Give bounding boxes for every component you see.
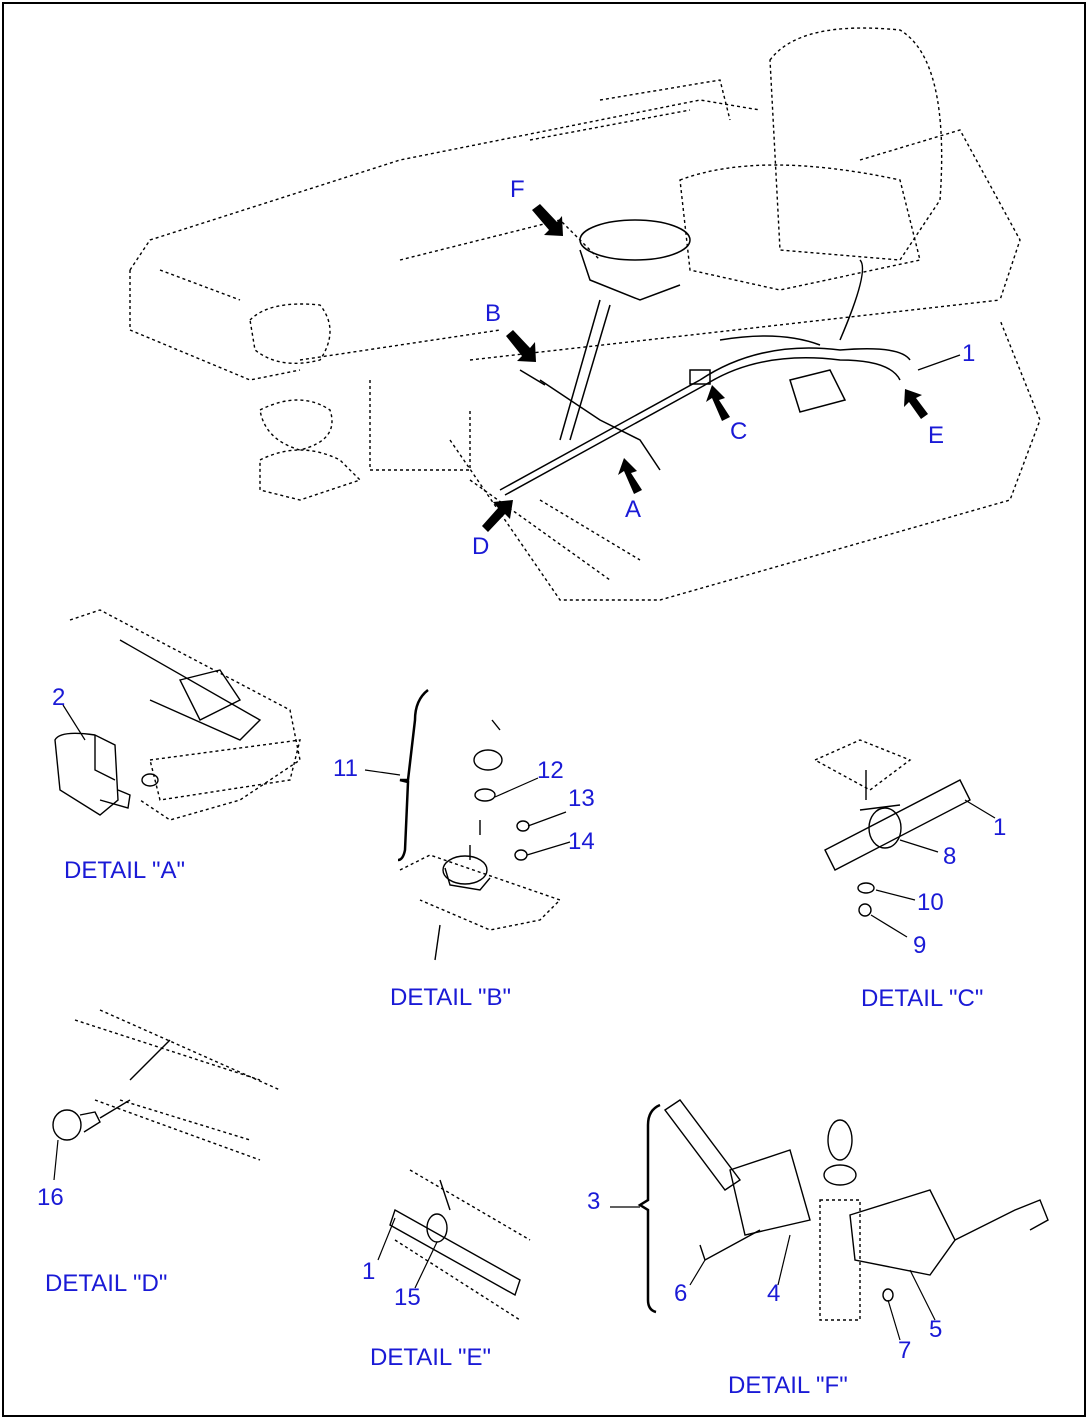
detail-c-caption: DETAIL "C" (861, 985, 984, 1012)
part-callout-11: 11 (333, 755, 358, 782)
detail-f-caption: DETAIL "F" (728, 1372, 848, 1399)
part-callout-5: 5 (929, 1316, 943, 1343)
part-callout-1-c: 1 (993, 814, 1007, 841)
arrow-f (532, 204, 563, 236)
part-callout-10: 10 (917, 889, 944, 916)
part-callout-9: 9 (913, 932, 927, 959)
view-letter-d: D (472, 533, 490, 560)
part-callout-3: 3 (587, 1188, 601, 1215)
arrow-d (482, 500, 513, 532)
detail-e-caption: DETAIL "E" (370, 1344, 492, 1371)
detail-d-drawing (52, 1009, 281, 1181)
part-callout-14: 14 (568, 828, 595, 855)
view-letter-a: A (625, 496, 642, 523)
part-callout-15: 15 (394, 1284, 421, 1311)
part-callout-2: 2 (52, 684, 66, 711)
part-callout-8: 8 (943, 843, 957, 870)
detail-d-caption: DETAIL "D" (45, 1270, 168, 1297)
detail-a-caption: DETAIL "A" (64, 857, 186, 884)
view-letter-c: C (730, 418, 748, 445)
part-callout-4: 4 (767, 1280, 781, 1307)
part-callout-12: 12 (537, 757, 564, 784)
part-callout-16: 16 (37, 1184, 64, 1211)
part-callout-1-main: 1 (962, 340, 976, 367)
detail-c-drawing (813, 739, 996, 938)
detail-a-drawing (54, 609, 301, 821)
main-assembly-solid (499, 219, 911, 496)
detail-e-drawing (377, 1169, 531, 1321)
view-letter-f: F (510, 176, 525, 203)
part-callout-1-e: 1 (362, 1258, 376, 1285)
detail-b-drawing (364, 689, 571, 961)
view-letter-e: E (928, 422, 945, 449)
leader-1-main (917, 354, 961, 371)
main-assembly-view (129, 27, 1041, 601)
view-arrows (482, 204, 928, 532)
part-callout-13: 13 (568, 785, 595, 812)
detail-b-caption: DETAIL "B" (390, 984, 512, 1011)
part-callout-6: 6 (674, 1280, 688, 1307)
arrow-c (706, 385, 730, 421)
arrow-a (618, 458, 642, 494)
arrow-e (904, 389, 928, 419)
arrow-b (506, 330, 536, 362)
view-letter-b: B (485, 300, 502, 327)
part-callout-7: 7 (898, 1337, 912, 1364)
detail-f-drawing (610, 1099, 1049, 1341)
